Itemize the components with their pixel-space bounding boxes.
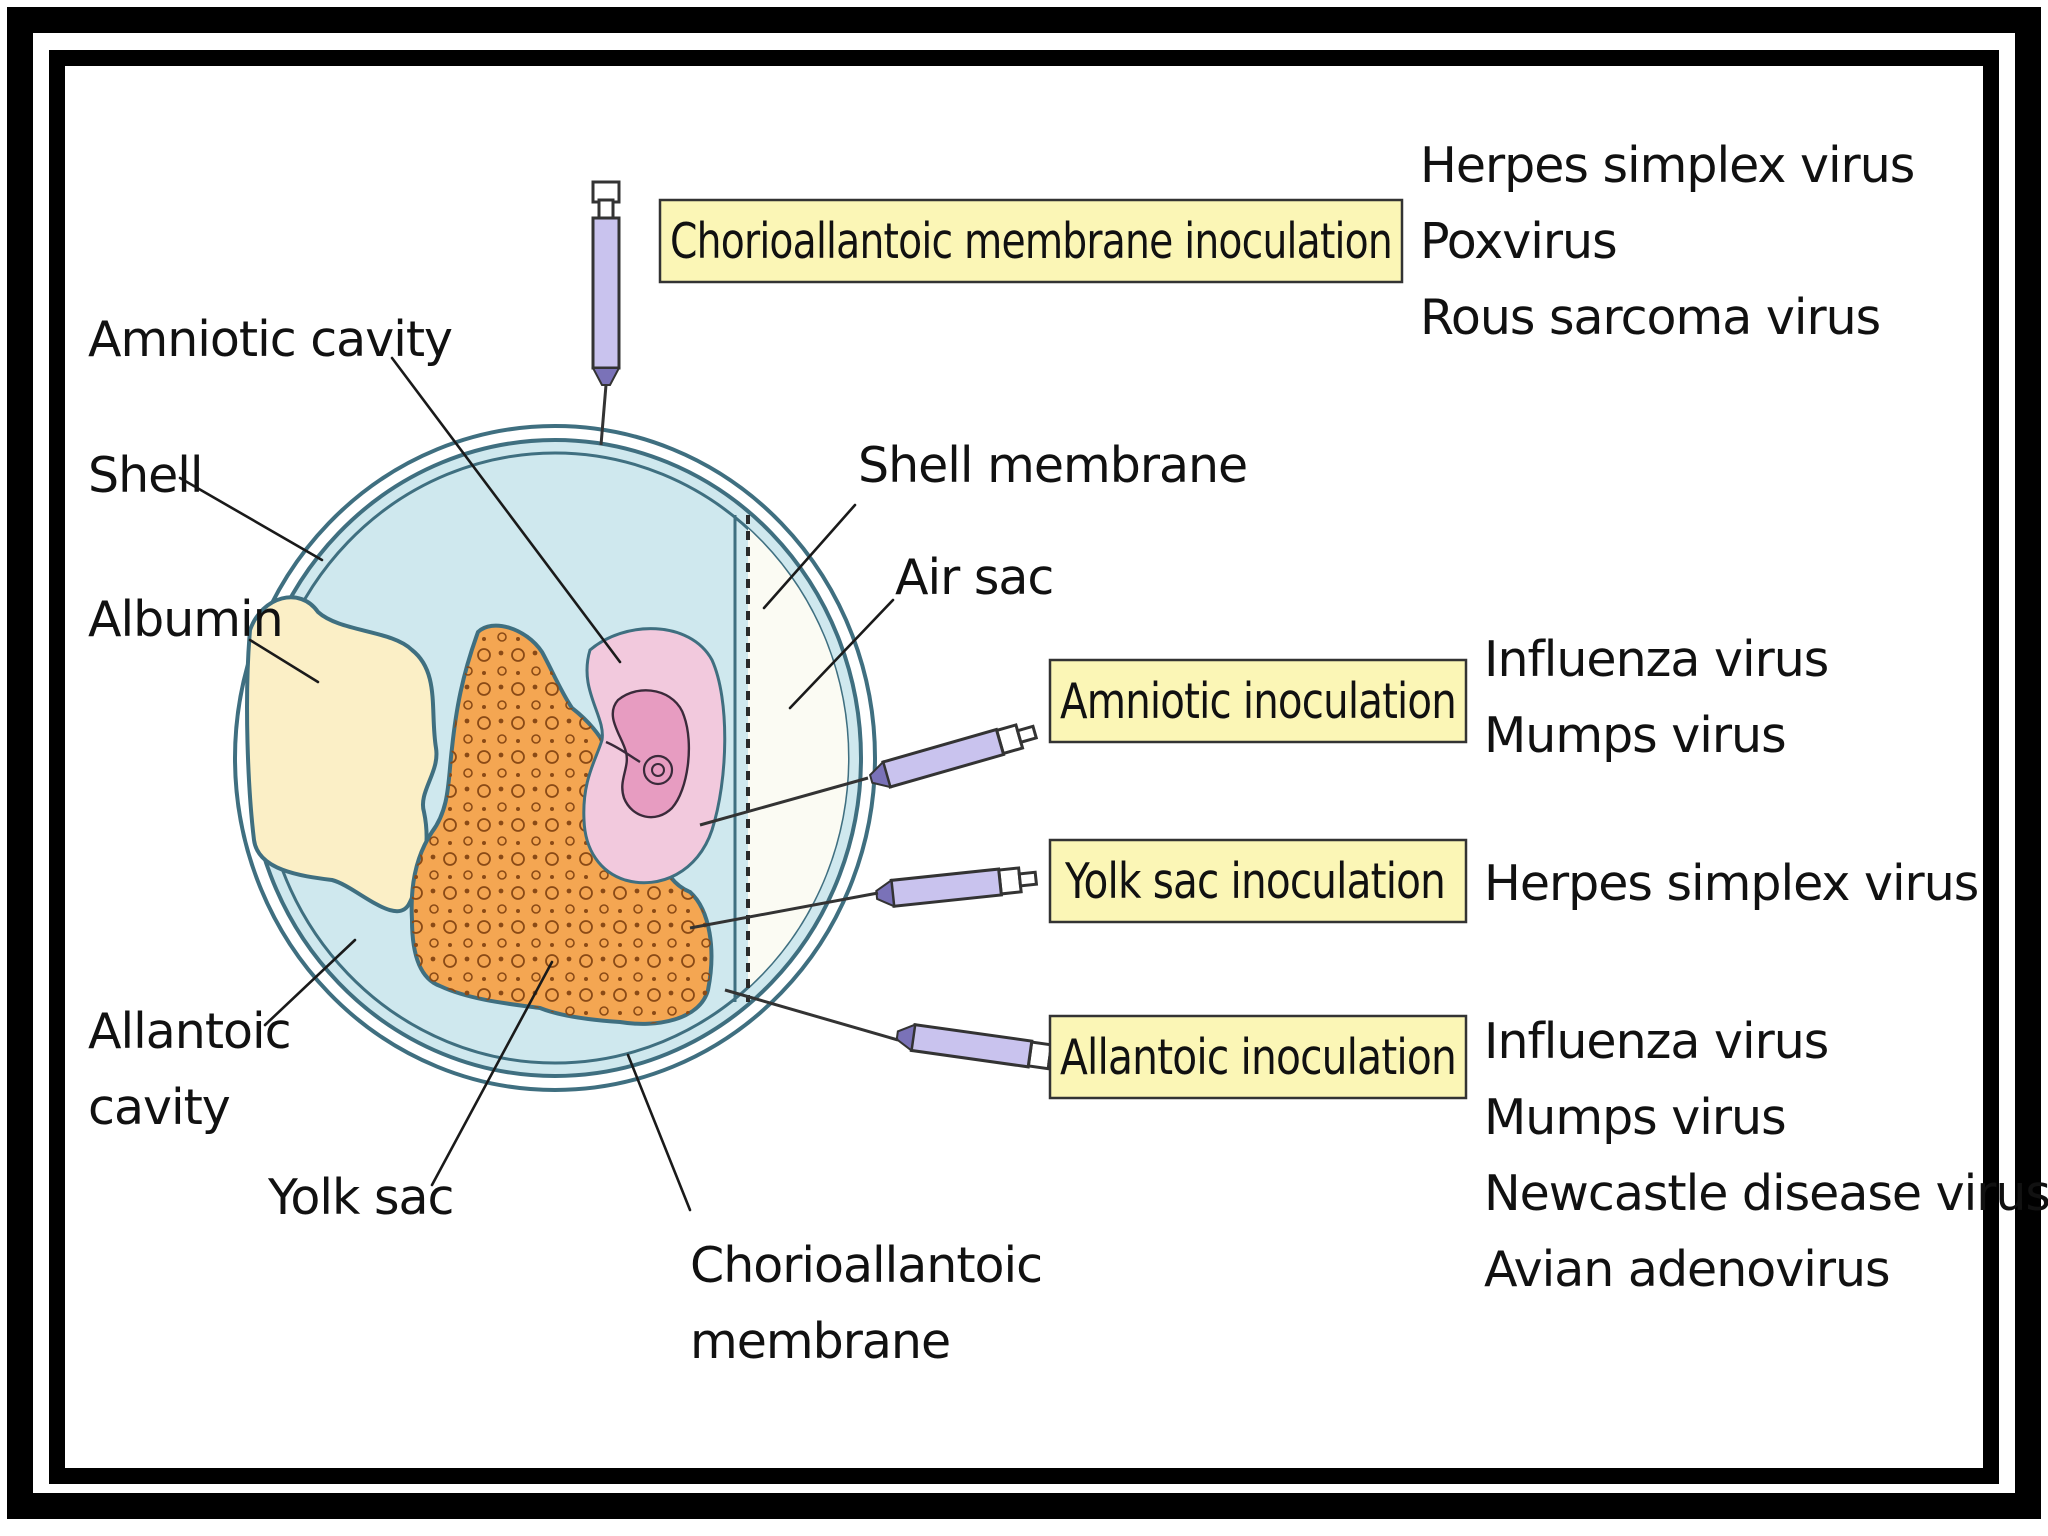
syringe-yolk	[875, 866, 1039, 908]
embryo-eye	[642, 754, 674, 786]
allantoic-inoculation-box	[1048, 1014, 1468, 1100]
amniotic-cavity-label: Amniotic cavity	[88, 311, 452, 368]
amniotic-virus-1: Influenza virus	[1484, 631, 1828, 688]
allantoic-virus-3: Newcastle disease virus	[1484, 1165, 2048, 1222]
cam-inoculation-label: Chorioallantoic membrane inoculation	[670, 213, 1392, 270]
embryo	[611, 689, 691, 819]
cam-virus-3: Rous sarcoma virus	[1420, 289, 1880, 346]
embryo-stalk	[605, 740, 641, 764]
yolk-sac-inoculation-box	[1048, 838, 1468, 924]
amniotic-inoculation-box	[1048, 658, 1468, 744]
allantoic-cavity-label-line2: cavity	[88, 1079, 230, 1136]
shell-label: Shell	[88, 447, 203, 504]
albumin-label: Albumin	[88, 591, 283, 648]
cam-structure-label-line2: membrane	[690, 1313, 950, 1370]
syringe-cam	[591, 180, 621, 446]
allantoic-cavity-label-line1: Allantoic	[88, 1003, 291, 1060]
air-sac-region	[748, 453, 848, 1063]
yolk-sac-inoculation-label: Yolk sac inoculation	[1064, 853, 1445, 910]
cam-virus-2: Poxvirus	[1420, 213, 1617, 270]
allantoic-virus-2: Mumps virus	[1484, 1089, 1786, 1146]
allantoic-inoculation-label: Allantoic inoculation	[1060, 1029, 1456, 1086]
allantoic-virus-1: Influenza virus	[1484, 1013, 1828, 1070]
cam-inoculation-box	[658, 198, 1404, 284]
needle-yolk	[689, 891, 879, 930]
allantoic-virus-4: Avian adenovirus	[1484, 1241, 1890, 1298]
leader-lines	[178, 356, 895, 1212]
needle-allantoic	[724, 988, 899, 1042]
needle-amniotic	[699, 776, 869, 827]
air-sac-label: Air sac	[895, 549, 1053, 606]
albumin-mass	[245, 595, 439, 914]
shell-membrane-label: Shell membrane	[858, 437, 1247, 494]
cam-structure-label-line1: Chorioallantoic	[690, 1237, 1042, 1294]
yolk-sac-label: Yolk sac	[267, 1169, 453, 1226]
amniotic-virus-2: Mumps virus	[1484, 707, 1786, 764]
yolk-virus-1: Herpes simplex virus	[1484, 855, 1978, 912]
amniotic-inoculation-label: Amniotic inoculation	[1060, 673, 1456, 730]
syringe-amniotic	[868, 723, 1039, 789]
cam-virus-1: Herpes simplex virus	[1420, 137, 1914, 194]
embryo-eye-inner	[651, 763, 665, 777]
yolk-dots	[411, 625, 712, 1024]
